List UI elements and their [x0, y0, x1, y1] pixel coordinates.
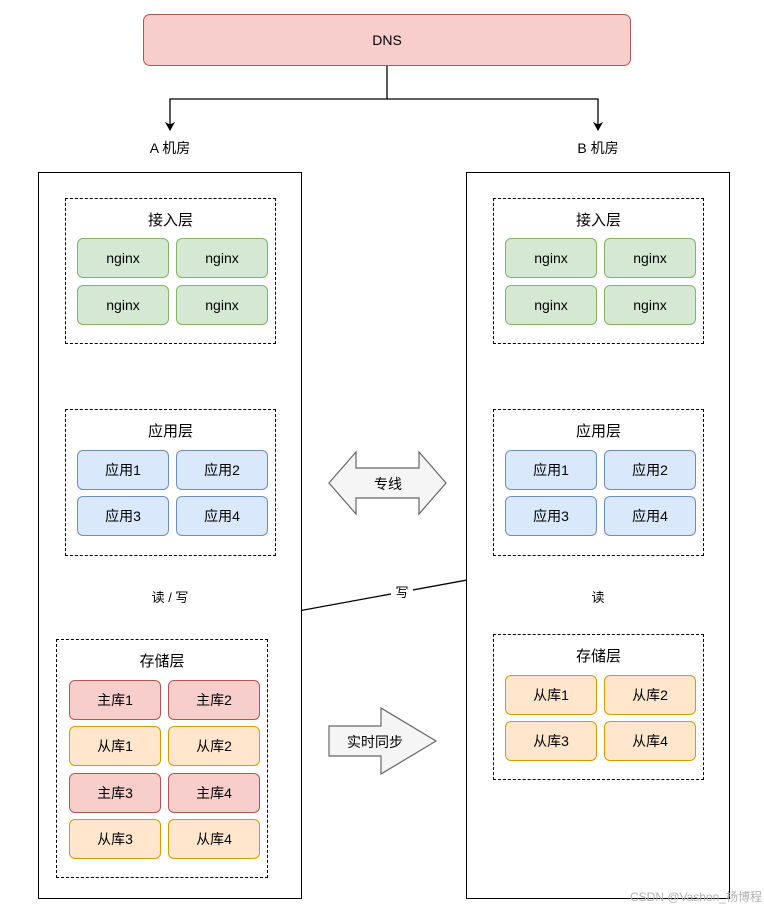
a-master-1: 主库1 — [69, 680, 161, 720]
a-nginx-3: nginx — [77, 285, 169, 325]
a-access-layer-title: 接入层 — [147, 212, 193, 229]
a-app-layer-title: 应用层 — [147, 423, 193, 440]
a-app-1: 应用1 — [77, 450, 169, 490]
dns-to-b-arrow — [387, 98, 603, 131]
b-app-3: 应用3 — [505, 496, 597, 536]
a-master-4: 主库4 — [168, 773, 260, 813]
dedicated-line-label: 专线 — [374, 476, 402, 492]
a-slave-3: 从库3 — [69, 819, 161, 859]
b-app-1: 应用1 — [505, 450, 597, 490]
a-app-4: 应用4 — [176, 496, 268, 536]
b-slave-1: 从库1 — [505, 675, 597, 715]
a-master-3: 主库3 — [69, 773, 161, 813]
b-app-layer: 应用层 应用1 应用2 应用3 应用4 — [493, 409, 704, 556]
dns-to-a-arrow — [165, 66, 388, 131]
b-nginx-1: nginx — [505, 238, 597, 278]
b-slave-2: 从库2 — [604, 675, 696, 715]
a-app-3: 应用3 — [77, 496, 169, 536]
b-slave-4: 从库4 — [604, 721, 696, 761]
b-app-2: 应用2 — [604, 450, 696, 490]
room-b-label: B 机房 — [577, 140, 619, 156]
a-app-layer: 应用层 应用1 应用2 应用3 应用4 — [65, 409, 276, 556]
a-nginx-2: nginx — [176, 238, 268, 278]
a-storage-layer-title: 存储层 — [139, 653, 185, 670]
b-storage-layer: 存储层 从库1 从库2 从库3 从库4 — [493, 634, 704, 780]
a-slave-4: 从库4 — [168, 819, 260, 859]
a-access-layer: 接入层 nginx nginx nginx nginx — [65, 198, 276, 344]
a-app-2: 应用2 — [176, 450, 268, 490]
a-slave-2: 从库2 — [168, 726, 260, 766]
a-nginx-1: nginx — [77, 238, 169, 278]
b-app-layer-title: 应用层 — [575, 423, 621, 440]
dns-box: DNS — [143, 14, 631, 66]
a-storage-layer: 存储层 主库1 主库2 从库1 从库2 主库3 主库4 从库3 从库4 — [56, 639, 268, 878]
b-storage-layer-title: 存储层 — [575, 648, 621, 665]
b-nginx-3: nginx — [505, 285, 597, 325]
b-write-label: 写 — [391, 582, 413, 601]
b-app-4: 应用4 — [604, 496, 696, 536]
b-read-label: 读 — [587, 587, 609, 606]
a-master-2: 主库2 — [168, 680, 260, 720]
b-access-layer: 接入层 nginx nginx nginx nginx — [493, 198, 704, 344]
a-nginx-4: nginx — [176, 285, 268, 325]
a-slave-1: 从库1 — [69, 726, 161, 766]
b-nginx-4: nginx — [604, 285, 696, 325]
b-nginx-2: nginx — [604, 238, 696, 278]
watermark: CSDN @Vashon_杨博程 — [629, 890, 762, 904]
realtime-sync-arrow — [328, 706, 438, 776]
b-slave-3: 从库3 — [505, 721, 597, 761]
dedicated-line-arrow — [328, 450, 447, 516]
dns-label: DNS — [372, 32, 402, 48]
a-read-write-label: 读 / 写 — [140, 587, 200, 606]
realtime-sync-label: 实时同步 — [347, 734, 403, 750]
room-a-label: A 机房 — [149, 140, 191, 156]
b-access-layer-title: 接入层 — [575, 212, 621, 229]
